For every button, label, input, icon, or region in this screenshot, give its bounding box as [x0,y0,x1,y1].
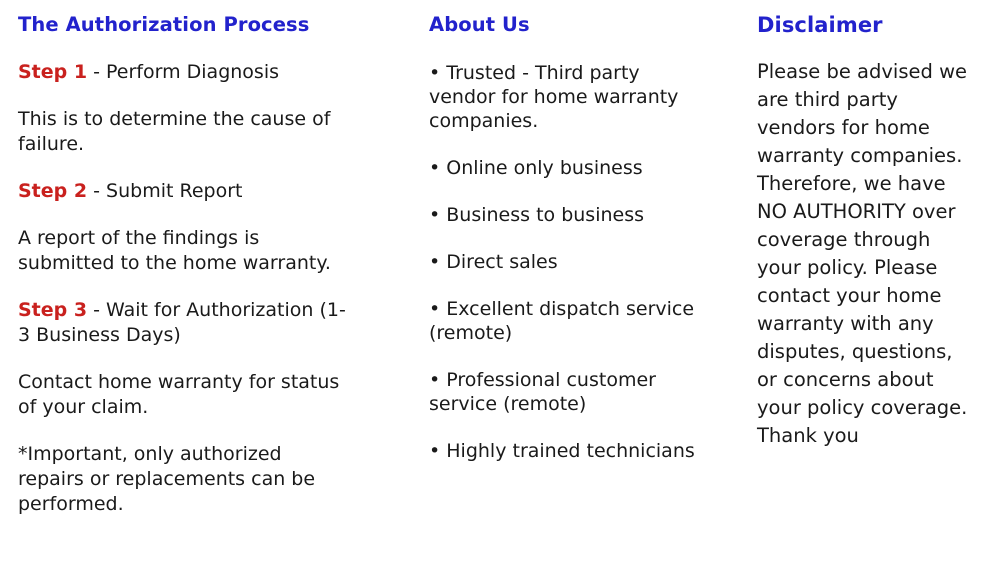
step-2-line: Step 2 - Submit Report [18,179,348,204]
column-about-us: About Us • Trusted - Third party vendor … [429,0,709,463]
step-3-description: Contact home warranty for status of your… [18,371,340,418]
step-block-1: Step 1 - Perform Diagnosis This is to de… [18,60,348,157]
important-note: *Important, only authorized repairs or r… [18,442,348,517]
about-bullet-item-2: • Online only business [429,156,709,180]
process-column-heading: The Authorization Process [18,13,310,36]
bullet-dot-icon: • [429,251,441,273]
step-2-detail: - Submit Report [87,180,243,202]
about-bullet-text-4: Direct sales [446,251,558,273]
step-3-label: Step 3 [18,299,88,321]
step-1-detail: - Perform Diagnosis [87,61,280,83]
about-bullet-text-2: Online only business [446,157,643,179]
about-bullet-text-3: Business to business [446,204,645,226]
bullet-dot-icon: • [429,62,441,84]
step-block-2: Step 2 - Submit Report A report of the f… [18,179,348,276]
column-authorization-process: The Authorization Process Step 1 - Perfo… [18,0,348,517]
step-block-3: Step 3 - Wait for Authorization (1-3 Bus… [18,298,348,420]
bullet-dot-icon: • [429,157,441,179]
about-bullet-item-5: • Excellent dispatch service (remote) [429,297,709,345]
about-bullet-text-1: Trusted - Third party vendor for home wa… [429,62,679,132]
about-bullet-item-6: • Professional customer service (remote) [429,368,709,416]
about-bullet-text-6: Professional customer service (remote) [429,369,656,415]
about-bullet-item-1: • Trusted - Third party vendor for home … [429,61,709,133]
step-1-description: This is to determine the cause of failur… [18,108,331,155]
about-column-heading: About Us [429,13,530,36]
step-1-label: Step 1 [18,61,88,83]
step-1-line: Step 1 - Perform Diagnosis [18,60,348,85]
column-disclaimer: Disclaimer Please be advised we are thir… [757,0,972,450]
about-bullet-item-4: • Direct sales [429,250,709,274]
disclaimer-column-heading: Disclaimer [757,13,883,37]
bullet-dot-icon: • [429,369,441,391]
important-note-text: *Important, only authorized repairs or r… [18,443,316,515]
bullet-dot-icon: • [429,440,441,462]
about-bullet-item-7: • Highly trained technicians [429,439,709,463]
step-3-detail: - Wait for Authorization (1-3 Business D… [18,299,346,346]
bullet-dot-icon: • [429,298,441,320]
step-3-line: Step 3 - Wait for Authorization (1-3 Bus… [18,298,348,348]
about-bullet-text-5: Excellent dispatch service (remote) [429,298,695,344]
disclaimer-body-text: Please be advised we are third party ven… [757,60,968,447]
step-2-description: A report of the findings is submitted to… [18,227,331,274]
step-2-label: Step 2 [18,180,88,202]
bullet-dot-icon: • [429,204,441,226]
about-bullet-item-3: • Business to business [429,203,709,227]
about-bullet-text-7: Highly trained technicians [446,440,695,462]
